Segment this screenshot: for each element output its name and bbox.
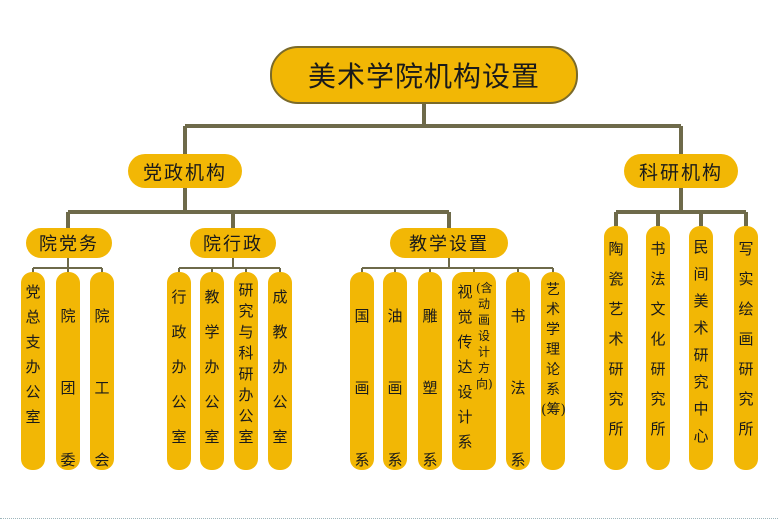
leaf-research-office: 研究与科研办公室	[234, 272, 258, 470]
leaf-oil-painting-label: 油画系	[387, 307, 403, 469]
root-label: 美术学院机构设置	[307, 60, 540, 93]
leaf-youth-league: 院团委	[56, 272, 80, 470]
leaf-ceramic-art-institute-label: 陶瓷艺术研究所	[608, 240, 624, 438]
leaf-calligraphy-culture-institute: 书法文化研究所	[646, 226, 670, 470]
group-party-affairs-label: 院党务	[39, 234, 99, 255]
leaf-art-theory-label: 艺术学理论系(筹)	[541, 282, 566, 418]
branch-party-admin-label: 党政机构	[142, 161, 227, 184]
leaf-calligraphy-dept-label: 书法系	[510, 307, 526, 469]
leaf-realistic-painting-institute: 写实绘画研究所	[734, 226, 758, 470]
leaf-animation-direction-label: (含动画设计方向)	[476, 281, 493, 391]
group-administration-label: 院行政	[203, 234, 263, 255]
leaf-visual-communication-label: 视觉传达设计系	[457, 283, 473, 451]
group-administration: 院行政	[190, 228, 276, 258]
leaf-chinese-painting: 国画系	[350, 272, 374, 470]
leaf-art-theory: 艺术学理论系(筹)	[541, 272, 566, 470]
leaf-calligraphy-dept: 书法系	[506, 272, 530, 470]
group-teaching-label: 教学设置	[409, 234, 489, 255]
root-node: 美术学院机构设置	[270, 46, 578, 104]
leaf-chinese-painting-label: 国画系	[354, 307, 370, 469]
bottom-dotted-divider	[0, 518, 778, 519]
branch-party-admin: 党政机构	[128, 154, 242, 188]
leaf-adult-ed-office: 成教办公室	[268, 272, 292, 470]
leaf-admin-office-label: 行政办公室	[171, 288, 187, 446]
leaf-party-office-label: 党总支办公室	[25, 283, 41, 426]
leaf-labor-union: 院工会	[90, 272, 114, 470]
leaf-ceramic-art-institute: 陶瓷艺术研究所	[604, 226, 628, 470]
leaf-teaching-office: 教学办公室	[200, 272, 224, 470]
leaf-adult-ed-office-label: 成教办公室	[272, 288, 288, 446]
group-teaching: 教学设置	[390, 228, 508, 258]
leaf-party-office: 党总支办公室	[21, 272, 45, 470]
leaf-labor-union-label: 院工会	[94, 307, 110, 469]
group-party-affairs: 院党务	[26, 228, 112, 258]
leaf-visual-communication: 视觉传达设计系 (含动画设计方向)	[452, 272, 496, 470]
leaf-research-office-label: 研究与科研办公室	[238, 281, 254, 446]
leaf-sculpture: 雕塑系	[418, 272, 442, 470]
leaf-oil-painting: 油画系	[383, 272, 407, 470]
leaf-folk-art-center-label: 民间美术研究中心	[693, 238, 709, 445]
branch-research-label: 科研机构	[638, 161, 723, 184]
leaf-youth-league-label: 院团委	[60, 307, 76, 469]
branch-research: 科研机构	[624, 154, 738, 188]
leaf-teaching-office-label: 教学办公室	[204, 288, 220, 446]
leaf-sculpture-label: 雕塑系	[422, 307, 438, 469]
leaf-folk-art-center: 民间美术研究中心	[689, 226, 713, 470]
leaf-realistic-painting-institute-label: 写实绘画研究所	[738, 240, 754, 438]
leaf-admin-office: 行政办公室	[167, 272, 191, 470]
leaf-calligraphy-culture-institute-label: 书法文化研究所	[650, 240, 666, 438]
